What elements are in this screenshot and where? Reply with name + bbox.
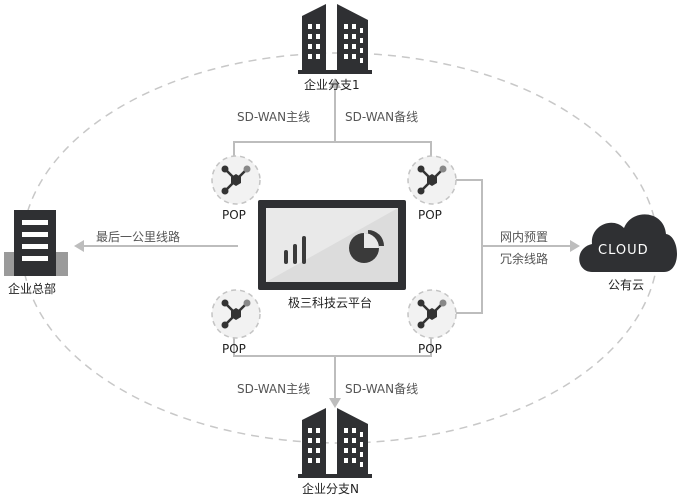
intranet-line-label-2: 冗余线路 <box>500 252 549 266</box>
last-mile-label: 最后一公里线路 <box>96 230 181 244</box>
right-pop-link <box>456 179 483 314</box>
bottom-backup-line-label: SD-WAN备线 <box>345 382 419 396</box>
cloud-badge-text: CLOUD <box>598 243 649 258</box>
platform-label: 极三科技云平台 <box>288 296 373 310</box>
pop-top-right-label: POP <box>418 208 442 222</box>
branch-n-building-icon <box>298 408 372 478</box>
branch-1-building-icon <box>298 4 372 74</box>
bottom-arrowhead <box>329 398 341 408</box>
pop-top-right-icon <box>406 154 458 206</box>
top-main-line-label: SD-WAN主线 <box>237 110 311 124</box>
pop-bottom-left-icon <box>210 288 262 340</box>
bar-chart-icon <box>284 236 306 264</box>
cloud-icon <box>579 214 677 272</box>
pie-chart-icon <box>349 230 384 263</box>
branch-n-label: 企业分支N <box>302 482 359 496</box>
pop-top-left-icon <box>210 154 262 206</box>
top-arrowhead <box>329 78 341 88</box>
connection-lines <box>82 86 572 400</box>
headquarters-label: 企业总部 <box>8 282 57 296</box>
pop-bottom-left-label: POP <box>222 342 246 356</box>
pop-bottom-right-label: POP <box>418 342 442 356</box>
intranet-line-label-1: 网内预置 <box>500 230 549 244</box>
platform-monitor-icon <box>258 200 406 290</box>
pop-top-left-label: POP <box>222 208 246 222</box>
cloud-arrowhead <box>570 240 580 252</box>
top-backup-line-label: SD-WAN备线 <box>345 110 419 124</box>
pop-bottom-right-icon <box>406 288 458 340</box>
bottom-pop-link <box>233 338 432 357</box>
headquarters-building-icon <box>4 210 68 276</box>
top-pop-link <box>233 141 432 158</box>
bottom-main-line-label: SD-WAN主线 <box>237 382 311 396</box>
public-cloud-label: 公有云 <box>608 278 645 292</box>
branch-1-label: 企业分支1 <box>304 78 360 92</box>
headquarters-arrowhead <box>74 240 84 252</box>
